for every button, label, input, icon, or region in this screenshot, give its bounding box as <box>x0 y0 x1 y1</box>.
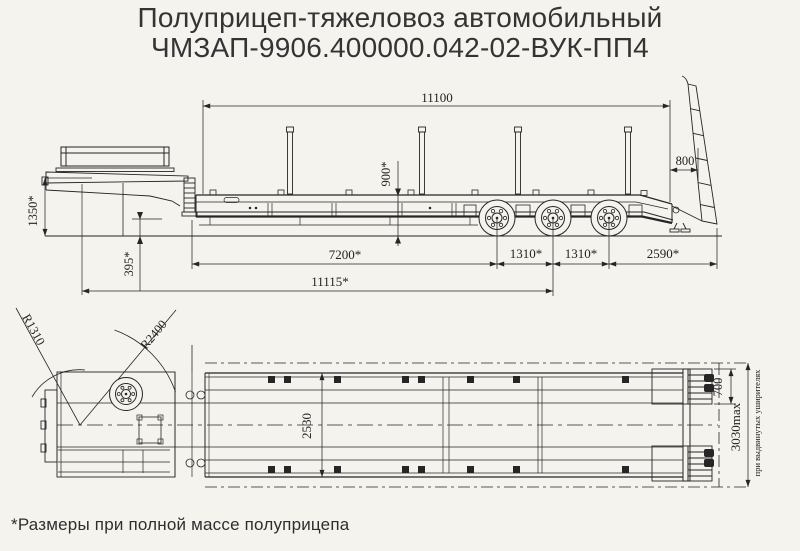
widener-outline <box>205 362 750 488</box>
side-view: 11100 900* 1350* 395* 800 7200* 1310* 13… <box>26 75 722 296</box>
dim-label-loading-height: 900* <box>379 162 393 187</box>
rear-support <box>669 222 691 233</box>
dim-label-ground-clearance: 395* <box>122 252 136 277</box>
side-view-dimensions <box>42 100 718 296</box>
note-max-width: при выдвинутых уширителях <box>752 369 762 476</box>
dim-label-front-to-bogie: 11115* <box>311 274 349 289</box>
spare-wheel <box>109 377 143 411</box>
turning-radii <box>15 307 177 426</box>
dim-label-rear-gap: 800 <box>676 154 695 168</box>
suspension <box>463 204 643 218</box>
gooseneck-cargo-box <box>55 146 175 172</box>
frame-plan <box>57 345 691 482</box>
drawing-title: Полуприцеп-тяжеловоз автомобильный ЧМЗАП… <box>0 3 800 63</box>
dim-label-radius-inner: R1310 <box>19 312 47 348</box>
stake-pockets-side <box>209 189 648 196</box>
dim-label-radius-outer: R2400 <box>138 317 170 352</box>
dim-label-axle-spacing-1: 1310* <box>510 246 543 261</box>
gooseneck <box>41 171 198 295</box>
deck-rail-details <box>223 197 457 216</box>
top-view-dimensions <box>319 363 751 487</box>
dim-label-axle-spacing-2: 1310* <box>565 246 598 261</box>
stake-pockets-plan <box>268 376 629 473</box>
top-view: R1310 R2400 2530 700 3030max при выдвину… <box>15 307 762 488</box>
footnote: *Размеры при полной массе полуприцепа <box>11 515 350 534</box>
dim-label-front-to-axle1: 7200* <box>329 247 362 262</box>
rear-ramps-plan <box>651 368 714 482</box>
rear-ramp-side <box>671 75 718 225</box>
dim-label-max-width: 3030max <box>728 402 743 451</box>
title-line-2: ЧМЗАП-9906.400000.042-02-ВУК-ПП4 <box>151 31 649 63</box>
stakes <box>286 126 632 195</box>
dim-label-axle3-to-ramp: 2590* <box>647 246 680 261</box>
dim-label-platform-width: 2530 <box>299 413 314 439</box>
dim-label-platform-length: 11100 <box>421 90 453 105</box>
title-line-1: Полуприцеп-тяжеловоз автомобильный <box>137 2 663 33</box>
toolbox-plan <box>138 416 162 444</box>
dim-label-gooseneck-height: 1350* <box>26 195 40 226</box>
dim-label-ramp-width: 700 <box>711 378 725 397</box>
front-bumper-plan <box>44 389 58 463</box>
